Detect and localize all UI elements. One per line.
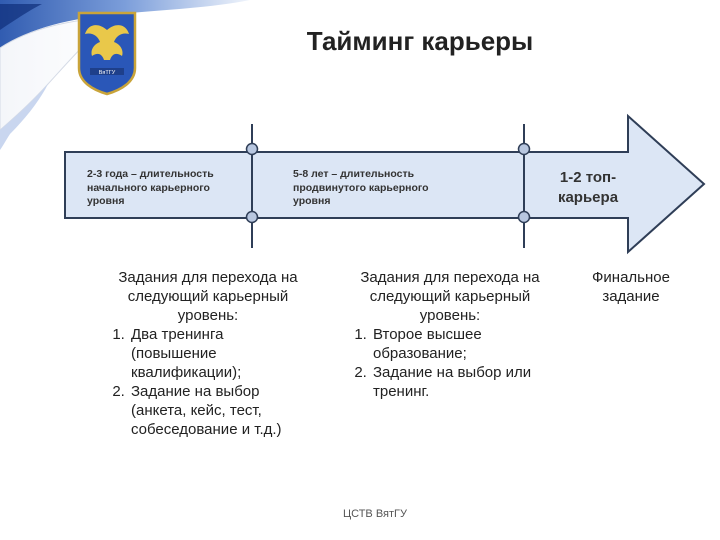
timeline-node (517, 210, 531, 224)
list-item: Два тренинга (повышение квалификации); (129, 325, 313, 382)
stage-2-label: 5-8 лет – длительность продвинутого карь… (293, 168, 429, 208)
crest-motto: ВяТГУ (99, 70, 116, 76)
task-block-2: Задания для перехода на следующий карьер… (345, 268, 555, 401)
list-item: Задание на выбор или тренинг. (371, 363, 555, 401)
list-item: Задание на выбор (анкета, кейс, тест, со… (129, 382, 313, 439)
task-2-heading: Задания для перехода на следующий карьер… (360, 269, 540, 324)
footer-text: ЦСТВ ВятГУ (343, 508, 407, 520)
university-crest-icon: ВяТГУ (77, 11, 137, 96)
task-2-list: Второе высшее образование; Задание на вы… (345, 325, 555, 401)
timeline-arrow-shape (64, 113, 706, 255)
timeline-node (245, 142, 259, 156)
list-item: Второе высшее образование; (371, 325, 555, 363)
task-1-heading: Задания для перехода на следующий карьер… (118, 269, 298, 324)
task-block-3: Финальное задание (572, 268, 690, 306)
timeline-node (517, 142, 531, 156)
stage-1-label: 2-3 года – длительность начального карье… (87, 168, 214, 208)
task-block-1: Задания для перехода на следующий карьер… (103, 268, 313, 439)
timeline-node (245, 210, 259, 224)
page-title: Тайминг карьеры (306, 26, 534, 56)
stage-3-label: 1-2 топ-карьера (557, 169, 619, 206)
task-3-heading: Финальное задание (592, 269, 670, 305)
task-1-list: Два тренинга (повышение квалификации); З… (103, 325, 313, 439)
